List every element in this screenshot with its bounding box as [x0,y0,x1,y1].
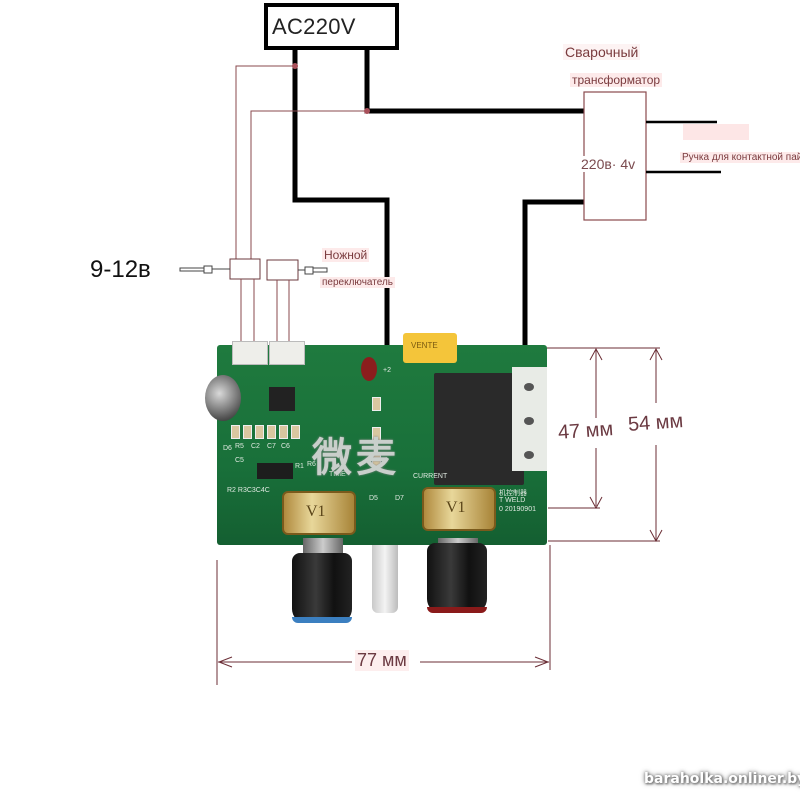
ic-chip [257,463,293,479]
supply-connector [232,341,268,365]
pot-left-label: V1 [306,503,326,520]
junction-dot-2 [364,108,370,114]
silk-r2-r3: R2 R3C3C4C [227,487,270,494]
smd-part [291,425,300,439]
smd-part [372,397,381,411]
regulator-chip [269,387,295,411]
ac-source-label: AC220V [272,14,356,39]
power-wire-right [364,48,584,114]
control-supply-label: 9-12в [90,256,151,283]
pcb-logo: 微麦 [312,435,400,481]
transformer-label-line2: трансформатор [570,73,663,87]
transformer-label-line1: Сварочный [563,44,641,60]
silk-current: CURRENT [413,473,448,480]
ac-source-box [264,3,399,50]
dimension-height-inner: 47 мм [555,417,617,446]
junction-dot-1 [292,63,298,69]
smd-part [243,425,252,439]
silk-date: 0 20190901 [499,506,536,513]
relay-wire [522,199,584,352]
capacitor-marking: VENTE [411,341,438,350]
current-knob[interactable] [427,543,487,613]
foot-switch-connector [269,341,305,365]
silk-d7: D7 [395,495,404,502]
smd-part [372,453,381,467]
handle-label-placeholder [683,124,749,140]
red-capacitor [361,357,377,381]
smd-part [231,425,240,439]
signal-wire-1 [235,65,295,260]
current-potentiometer[interactable]: V1 [422,487,496,531]
smd-part [279,425,288,439]
film-capacitor: VENTE [403,333,457,363]
silk-weld: T WELD [499,497,526,504]
silk-r6: R6 [307,461,316,468]
silk-c5: C5 [235,457,244,464]
foot-switch-label-line2: переключатель [320,277,395,288]
power-wire-left [292,48,390,352]
foot-switch-arrow-icon [298,266,328,275]
foot-switch-block [266,259,299,281]
supply-block [229,258,261,280]
mount-hole [524,383,534,391]
silk-c6: C6 [281,443,290,450]
supply-arrow-icon [179,265,230,274]
silk-c2: C2 [251,443,260,450]
indicator-led [372,545,398,613]
watermark: baraholka.onliner.by [644,771,800,787]
mount-hole [524,417,534,425]
silk-c7: C7 [267,443,276,450]
mount-hole [524,451,534,459]
electrolytic-capacitor [205,375,241,421]
weld-handle-label: Ручка для контактной пайки [680,152,800,163]
triac-module [434,373,524,485]
silk-r5: R5 [235,443,244,450]
smd-part [267,425,276,439]
silk-controller: 机控制器 [499,490,527,497]
pot-right-label: V1 [446,499,466,516]
heatsink [512,367,547,471]
silk-d5: D5 [369,495,378,502]
dimension-lines [216,347,663,685]
time-knob[interactable] [292,553,352,623]
foot-switch-label-line1: Ножной [322,248,370,262]
time-potentiometer[interactable]: V1 [282,491,356,535]
knob-ring-red [427,607,487,613]
signal-wire-2 [250,110,367,260]
silk-plus2: +2 [383,367,391,374]
transformer-ratio: 220в· 4v [579,156,638,172]
smd-part [372,427,381,441]
silk-time: TIME [329,471,346,478]
silk-r1: R1 [295,463,304,470]
dimension-width: 77 мм [355,650,409,671]
smd-part [255,425,264,439]
knob-ring-blue [292,617,352,623]
dimension-height-outer: 54 мм [625,409,687,438]
silk-d6: D6 [223,445,232,452]
controller-pcb: VENTE D6 R5 C2 C7 C6 C5 R1 R6 R2 R3C3C4C… [205,333,547,545]
